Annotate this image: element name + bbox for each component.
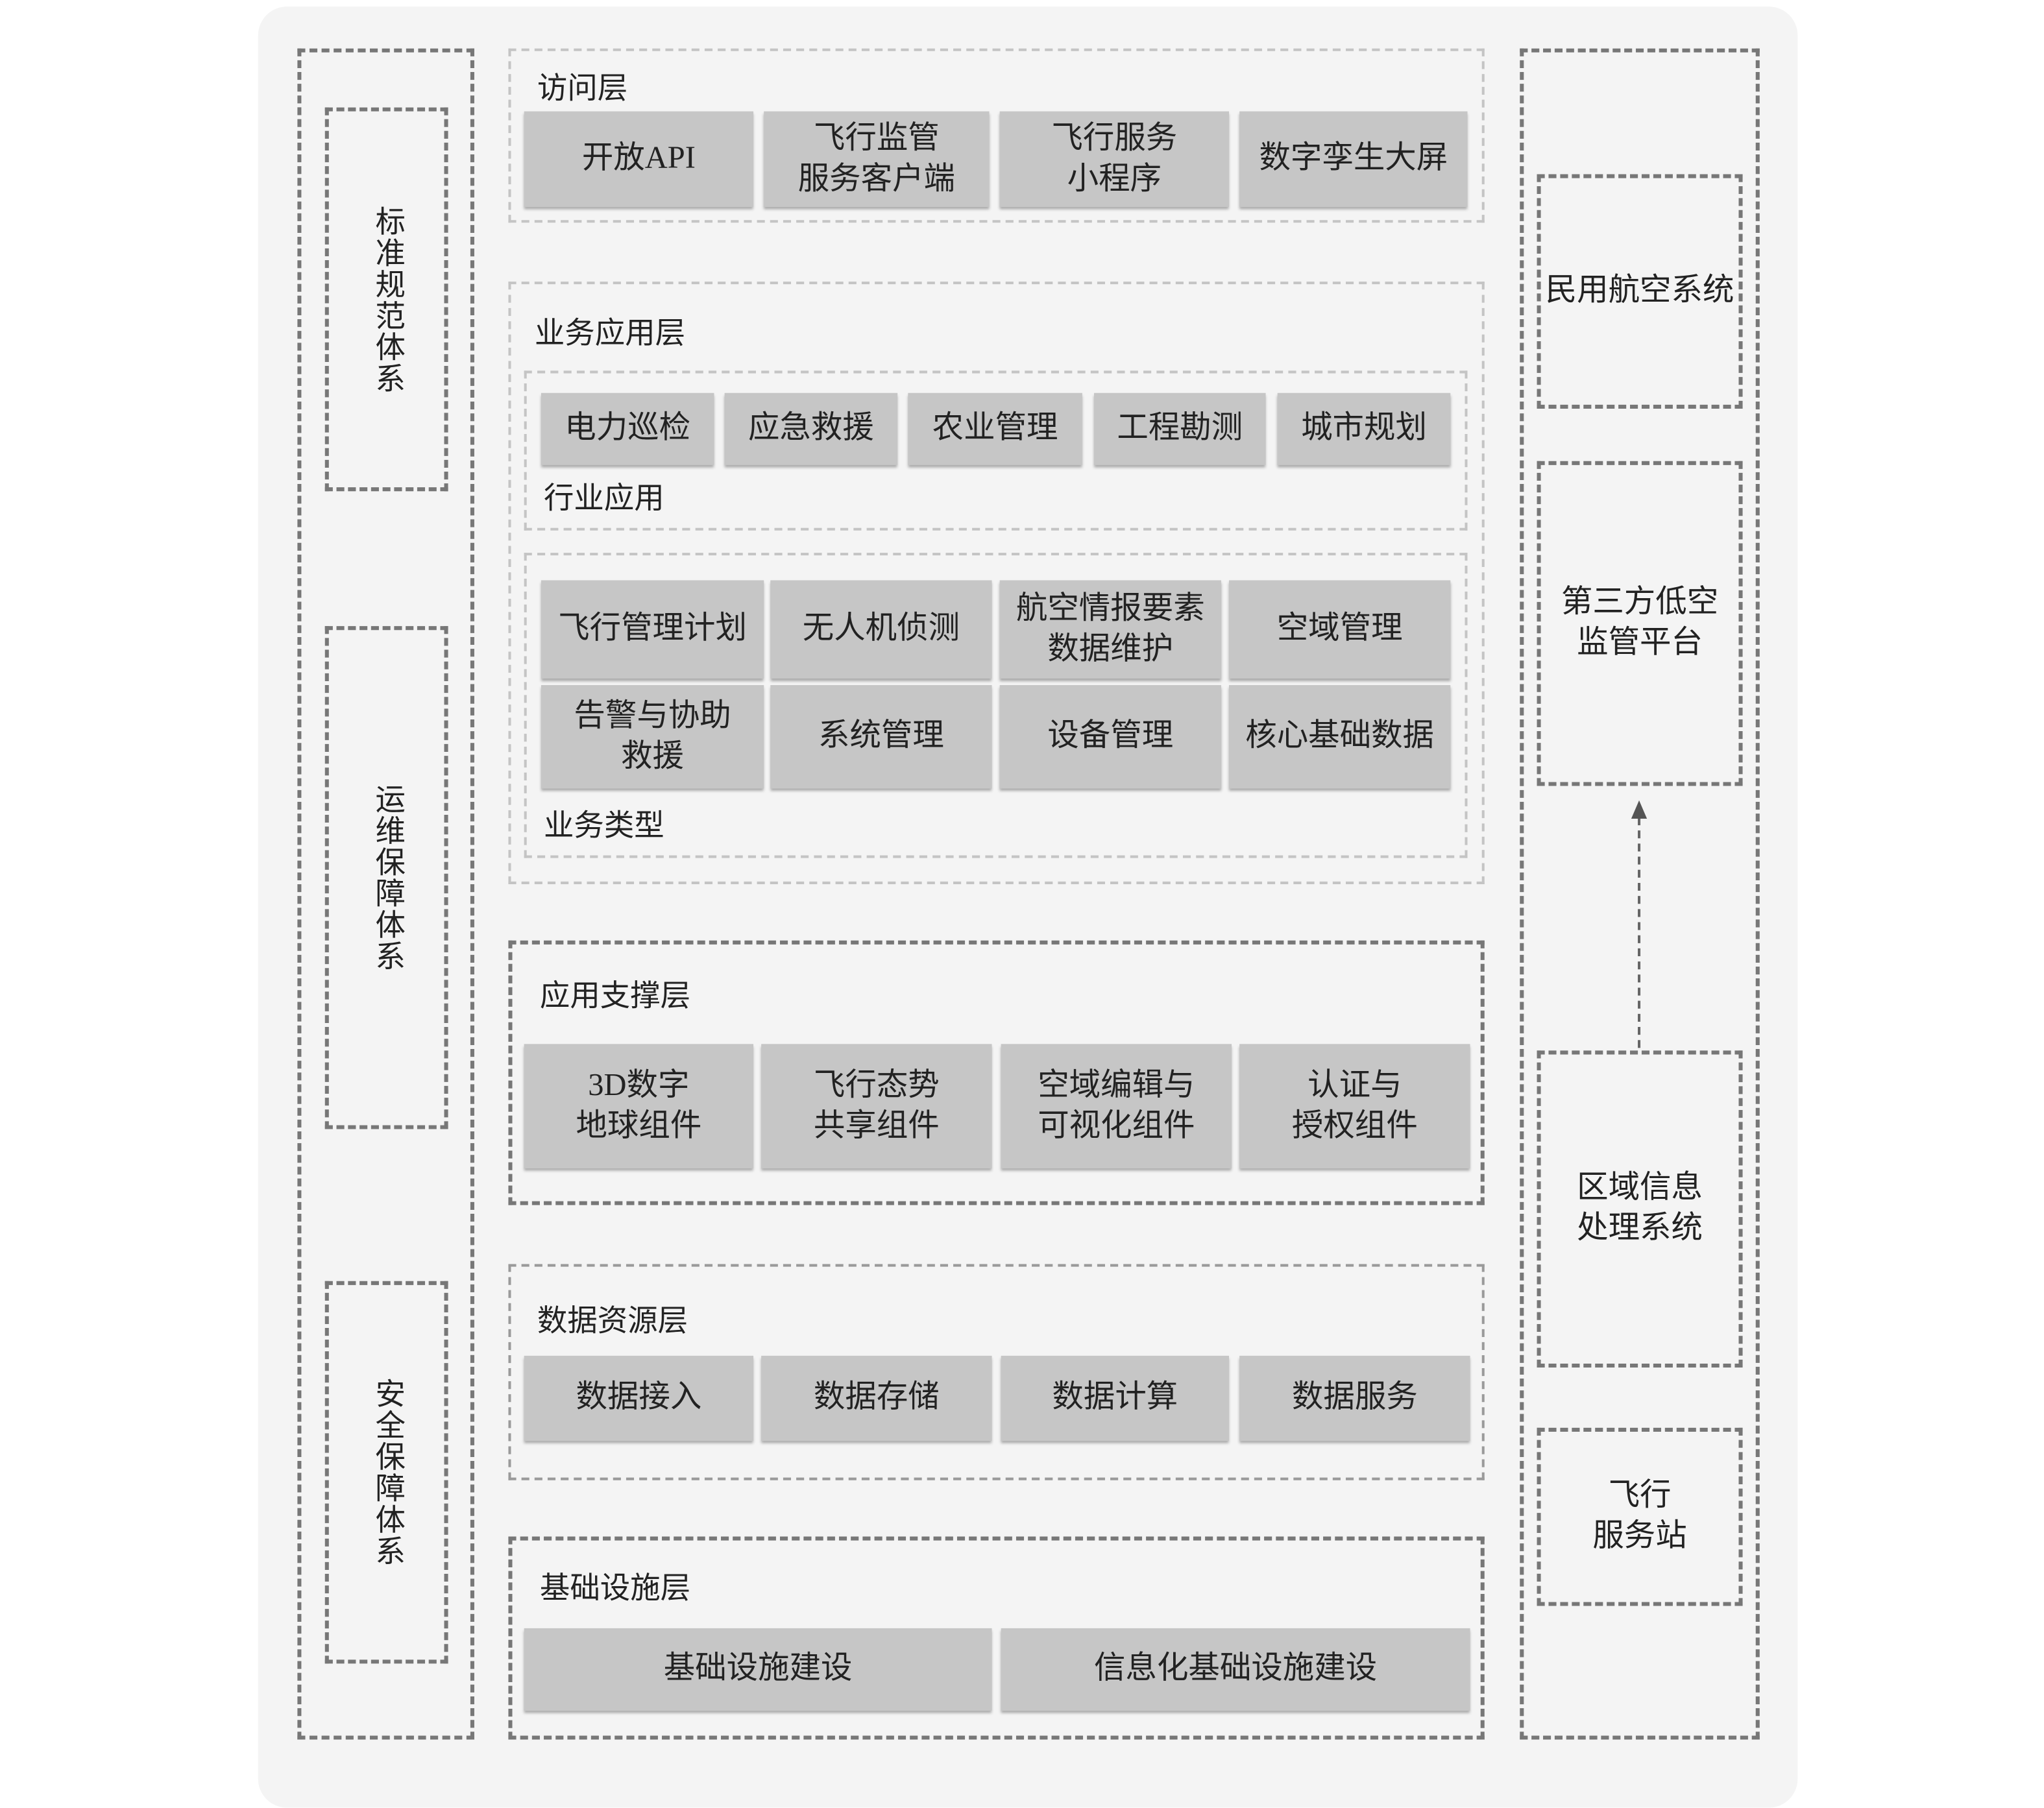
industry-item: 工程勘测 <box>1094 392 1266 465</box>
business-type-item: 设备管理 <box>999 685 1221 789</box>
support-item: 空域编辑与 可视化组件 <box>1001 1044 1232 1169</box>
arrow-up-icon <box>1631 800 1648 1048</box>
infrastructure-layer <box>508 1536 1485 1740</box>
industry-item: 电力巡检 <box>541 392 714 465</box>
support-item: 3D数字 地球组件 <box>524 1044 754 1169</box>
business-types-group <box>524 553 1468 858</box>
business-layer-title: 业务应用层 <box>534 317 686 350</box>
background-panel <box>258 6 1798 1808</box>
business-type-item: 航空情报要素 数据维护 <box>999 580 1221 679</box>
business-type-item: 核心基础数据 <box>1229 685 1451 789</box>
standards-system: 标准规范体系 <box>324 107 448 492</box>
security-system: 安全保障体系 <box>324 1281 448 1664</box>
support-layer <box>508 940 1485 1205</box>
data-layer <box>508 1264 1485 1480</box>
infra-item: 信息化基础设施建设 <box>1001 1628 1470 1711</box>
support-layer-title: 应用支撑层 <box>539 980 691 1013</box>
regional-info-system: 区域信息 处理系统 <box>1537 1050 1743 1368</box>
industry-item: 农业管理 <box>908 392 1082 465</box>
business-type-item: 无人机侦测 <box>770 580 992 679</box>
standards-system-label: 标准规范体系 <box>371 205 404 394</box>
business-type-item: 飞行管理计划 <box>541 580 764 679</box>
business-types-label: 业务类型 <box>543 809 664 843</box>
business-layer <box>508 282 1485 884</box>
left-support-column <box>297 48 474 1740</box>
security-system-label: 安全保障体系 <box>371 1378 404 1567</box>
data-layer-title: 数据资源层 <box>537 1305 688 1338</box>
data-item: 数据计算 <box>1001 1355 1230 1441</box>
business-type-item: 空域管理 <box>1229 580 1451 679</box>
operations-system-label: 运维保障体系 <box>371 783 404 972</box>
operations-system: 运维保障体系 <box>324 626 448 1129</box>
infrastructure-layer-title: 基础设施层 <box>539 1572 691 1605</box>
industry-apps-label: 行业应用 <box>543 482 664 515</box>
data-item: 数据服务 <box>1239 1355 1470 1441</box>
support-item: 认证与 授权组件 <box>1239 1044 1470 1169</box>
access-layer-title: 访问层 <box>537 72 628 105</box>
industry-item: 城市规划 <box>1277 392 1451 465</box>
civil-aviation-system: 民用航空系统 <box>1537 174 1743 409</box>
data-item: 数据接入 <box>524 1355 754 1441</box>
business-type-item: 告警与协助 救援 <box>541 685 764 789</box>
industry-item: 应急救援 <box>724 392 898 465</box>
support-item: 飞行态势 共享组件 <box>761 1044 992 1169</box>
right-external-column <box>1520 48 1760 1740</box>
industry-apps-group <box>524 370 1468 531</box>
business-type-item: 系统管理 <box>770 685 992 789</box>
access-item: 飞行服务 小程序 <box>999 111 1230 208</box>
access-item: 飞行监管 服务客户端 <box>764 111 990 208</box>
third-party-platform: 第三方低空 监管平台 <box>1537 461 1743 786</box>
data-item: 数据存储 <box>761 1355 992 1441</box>
flight-service-station: 飞行 服务站 <box>1537 1427 1743 1606</box>
access-item: 开放API <box>524 111 754 208</box>
access-item: 数字孪生大屏 <box>1239 111 1468 208</box>
infra-item: 基础设施建设 <box>524 1628 992 1711</box>
access-layer <box>508 48 1485 223</box>
